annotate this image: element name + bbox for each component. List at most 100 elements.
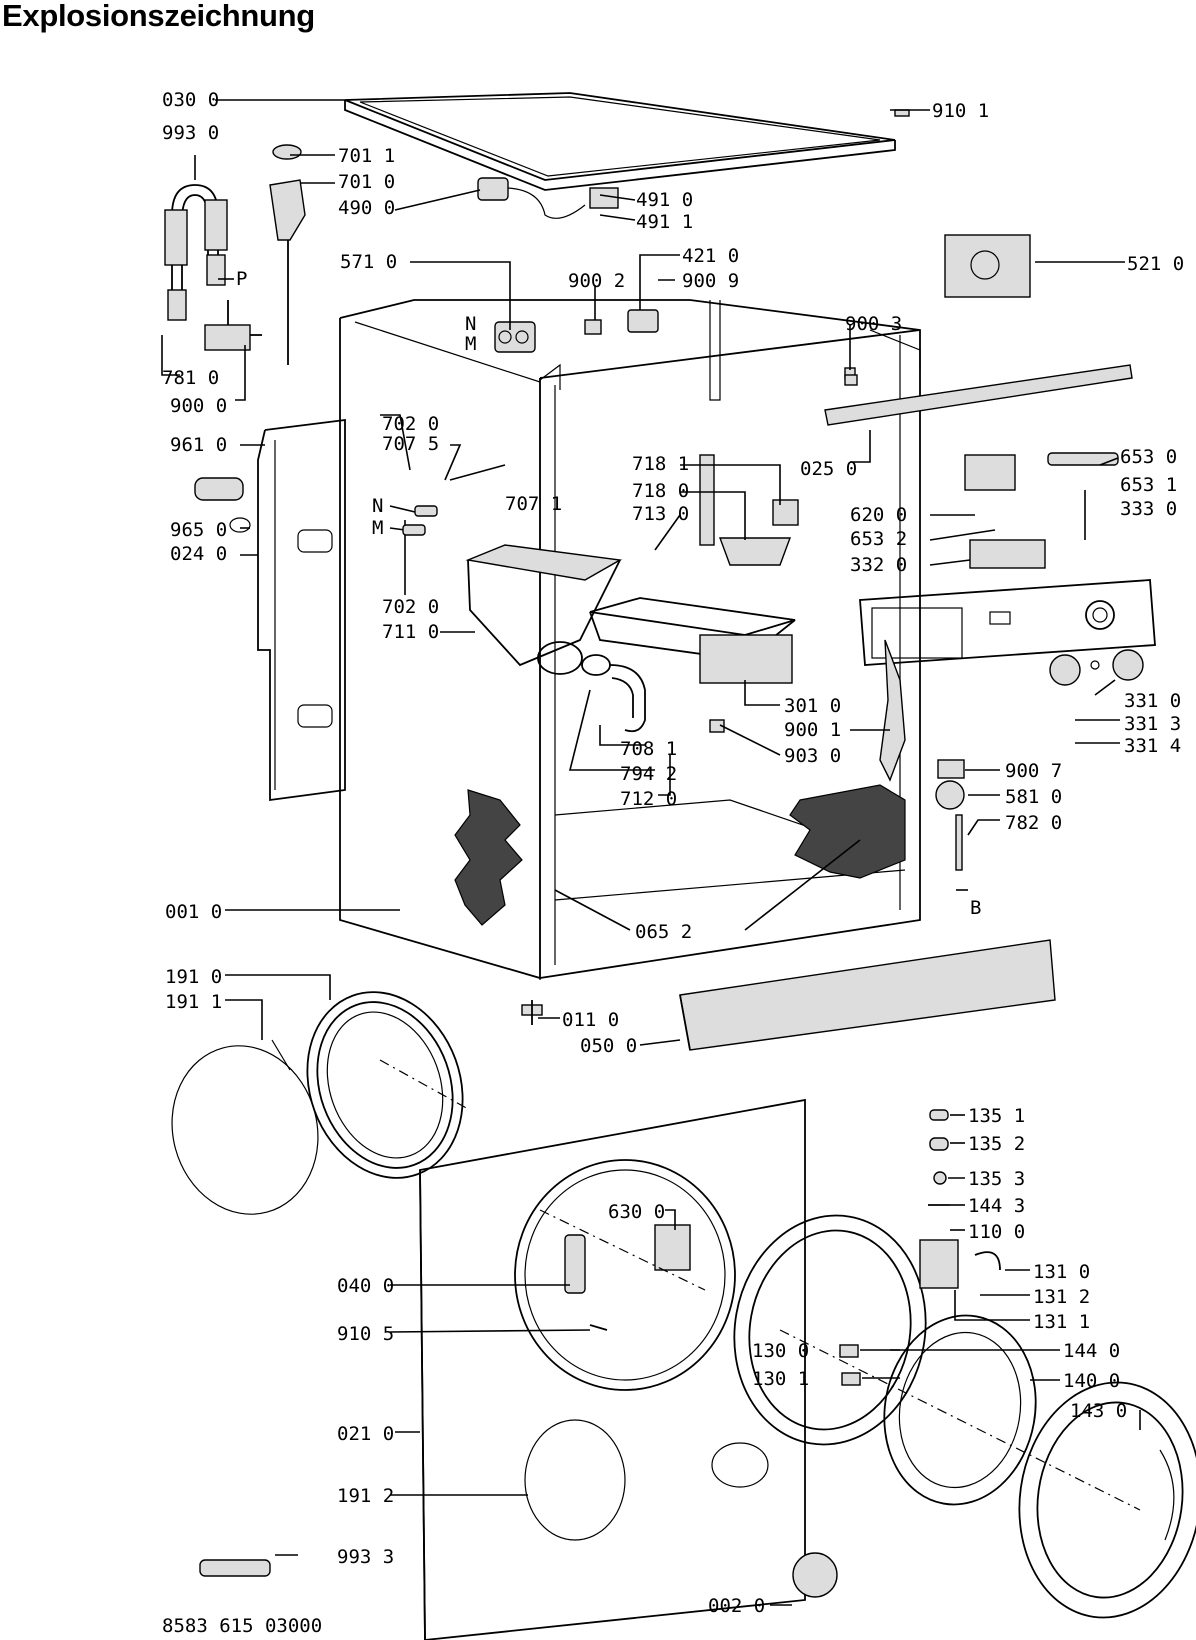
label-144-0: 144 0 <box>1063 1340 1120 1362</box>
label-131-2: 131 2 <box>1033 1286 1090 1308</box>
label-993-3: 993 3 <box>337 1546 394 1568</box>
drain-hose-guide <box>269 144 306 365</box>
label-630-0: 630 0 <box>608 1201 665 1223</box>
label-910-5: 910 5 <box>337 1323 394 1345</box>
label-191-2: 191 2 <box>337 1485 394 1507</box>
door-assembly <box>733 1214 1196 1619</box>
label-110-0: 110 0 <box>968 1221 1025 1243</box>
label-653-2: 653 2 <box>850 528 907 550</box>
label-718-1: 718 1 <box>632 453 689 475</box>
label-135-3: 135 3 <box>968 1168 1025 1190</box>
axis-lines <box>379 1059 1141 1511</box>
solenoid-valve <box>494 321 536 353</box>
marker-n-top: N <box>465 313 476 335</box>
label-001-0: 001 0 <box>165 901 222 923</box>
label-135-2: 135 2 <box>968 1133 1025 1155</box>
control-panel <box>859 579 1156 666</box>
label-711-0: 711 0 <box>382 621 439 643</box>
label-011-0: 011 0 <box>562 1009 619 1031</box>
small-hardware <box>194 109 1001 1598</box>
drawer-hose <box>581 654 646 733</box>
label-135-1: 135 1 <box>968 1105 1025 1127</box>
label-701-1: 701 1 <box>338 145 395 167</box>
insulation-mats <box>454 784 906 926</box>
label-701-0: 701 0 <box>338 171 395 193</box>
label-718-0: 718 0 <box>632 480 689 502</box>
adjustable-foot <box>521 1000 543 1025</box>
label-333-0: 333 0 <box>1120 498 1177 520</box>
label-301-0: 301 0 <box>784 695 841 717</box>
label-702-0b: 702 0 <box>382 596 439 618</box>
front-panel <box>419 1098 806 1640</box>
label-781-0: 781 0 <box>162 367 219 389</box>
label-707-5: 707 5 <box>382 433 439 455</box>
label-331-4: 331 4 <box>1124 735 1181 757</box>
front-plinth <box>679 939 1056 1051</box>
label-707-1: 707 1 <box>505 493 562 515</box>
label-521-0: 521 0 <box>1127 253 1184 275</box>
buttons-and-knobs <box>964 452 1144 686</box>
inlet-hose <box>164 184 228 321</box>
label-903-0: 903 0 <box>784 745 841 767</box>
marker-n-mid: N <box>372 495 383 517</box>
aqua-stop-valve <box>204 300 262 351</box>
letter-markers: P B N M N M <box>218 268 981 919</box>
part-labels: 030 0 993 0 701 1 701 0 490 0 491 0 491 … <box>162 89 1184 1637</box>
label-130-0: 130 0 <box>752 1340 809 1362</box>
control-module <box>944 234 1031 298</box>
label-702-0a: 702 0 <box>382 413 439 435</box>
label-421-0: 421 0 <box>682 245 739 267</box>
label-900-7: 900 7 <box>1005 760 1062 782</box>
marker-p: P <box>236 268 247 290</box>
label-332-0: 332 0 <box>850 554 907 576</box>
label-993-0: 993 0 <box>162 122 219 144</box>
page-title: Explosionszeichnung <box>2 0 315 33</box>
label-021-0: 021 0 <box>337 1423 394 1445</box>
label-653-0: 653 0 <box>1120 446 1177 468</box>
label-965-0: 965 0 <box>170 519 227 541</box>
label-713-0: 713 0 <box>632 503 689 525</box>
pressure-switch <box>935 759 965 871</box>
label-490-0: 490 0 <box>338 197 395 219</box>
label-900-2: 900 2 <box>568 270 625 292</box>
label-794-2: 794 2 <box>620 763 677 785</box>
label-782-0: 782 0 <box>1005 812 1062 834</box>
label-712-0: 712 0 <box>620 788 677 810</box>
drawing-number: 8583 615 03000 <box>162 1615 322 1637</box>
rear-panel <box>257 418 346 802</box>
label-331-0: 331 0 <box>1124 690 1181 712</box>
label-131-0: 131 0 <box>1033 1261 1090 1283</box>
label-143-0: 143 0 <box>1070 1400 1127 1422</box>
label-331-3: 331 3 <box>1124 713 1181 735</box>
door-hinge-lock <box>564 1224 691 1331</box>
top-rail <box>824 364 1133 426</box>
label-900-0: 900 0 <box>170 395 227 417</box>
marker-m-mid: M <box>372 517 383 539</box>
label-653-1: 653 1 <box>1120 474 1177 496</box>
door-gasket <box>171 991 464 1215</box>
marker-b: B <box>970 897 981 919</box>
marker-m-top: M <box>465 333 476 355</box>
label-144-3: 144 3 <box>968 1195 1025 1217</box>
leader-lines <box>161 99 1141 1606</box>
label-900-1: 900 1 <box>784 719 841 741</box>
label-491-1: 491 1 <box>636 211 693 233</box>
label-571-0: 571 0 <box>340 251 397 273</box>
label-140-0: 140 0 <box>1063 1370 1120 1392</box>
label-130-1: 130 1 <box>752 1368 809 1390</box>
label-900-3: 900 3 <box>845 313 902 335</box>
label-002-0: 002 0 <box>708 1595 765 1617</box>
label-620-0: 620 0 <box>850 504 907 526</box>
label-065-2: 065 2 <box>635 921 692 943</box>
label-131-1: 131 1 <box>1033 1311 1090 1333</box>
label-024-0: 024 0 <box>170 543 227 565</box>
label-030-0: 030 0 <box>162 89 219 111</box>
label-050-0: 050 0 <box>580 1035 637 1057</box>
label-900-9: 900 9 <box>682 270 739 292</box>
label-491-0: 491 0 <box>636 189 693 211</box>
door-switch-clip <box>584 309 659 335</box>
label-961-0: 961 0 <box>170 434 227 456</box>
label-191-1: 191 1 <box>165 991 222 1013</box>
label-708-1: 708 1 <box>620 738 677 760</box>
